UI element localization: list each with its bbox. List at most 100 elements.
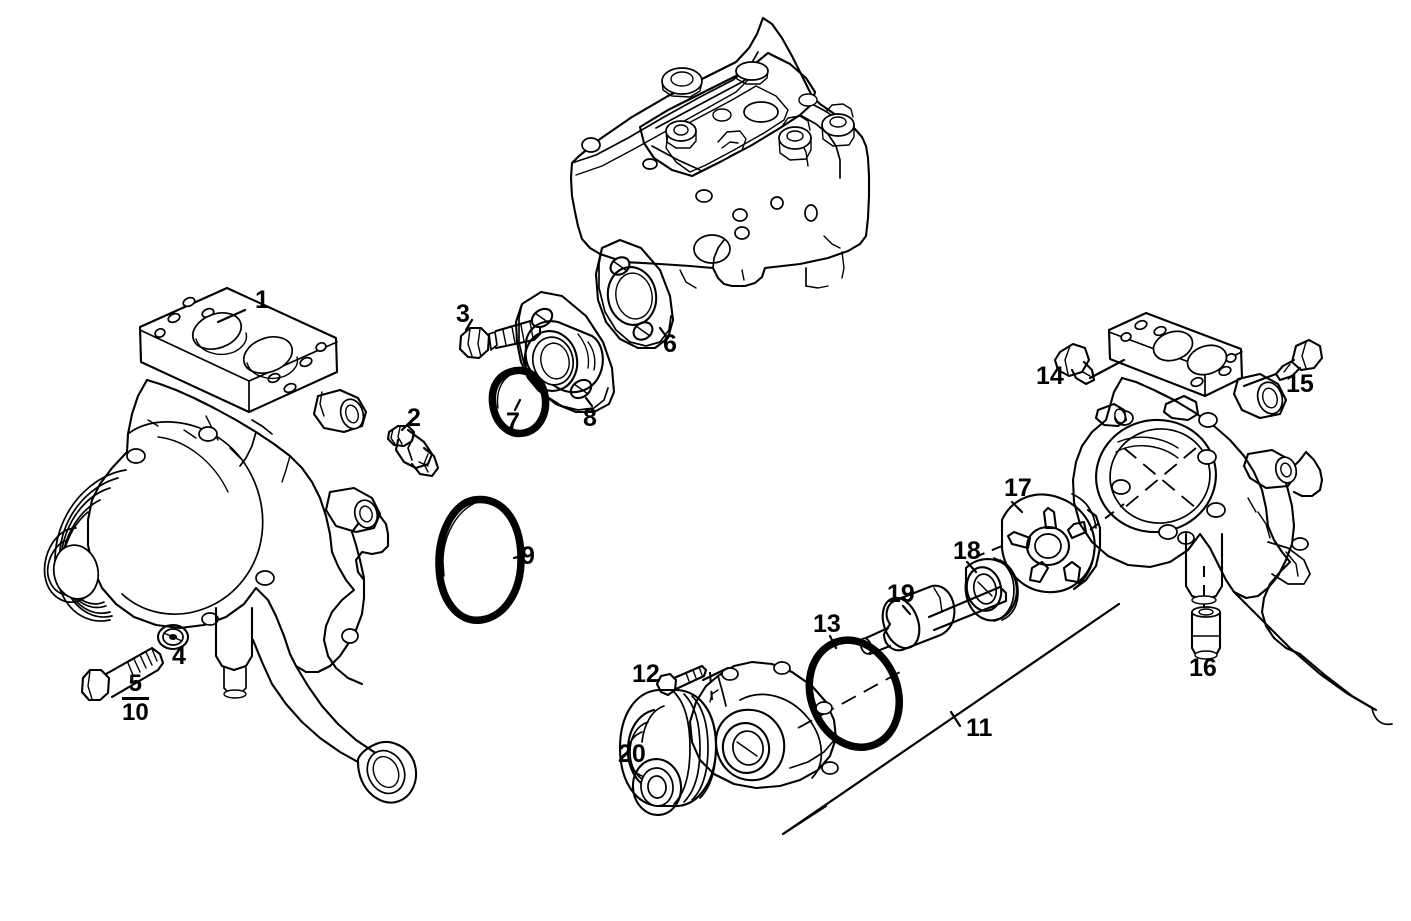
plug-fitting-left — [1053, 342, 1096, 386]
flange-bolt-hole-8 — [283, 382, 297, 394]
right-housing-nipple-mid — [1242, 448, 1298, 490]
washer-outer — [156, 623, 190, 651]
flange-bolt-hole-5 — [299, 356, 313, 368]
leader-12 — [701, 666, 730, 682]
pulley-hub-nose — [631, 757, 683, 817]
callout-17: 17 — [1004, 474, 1032, 502]
flange-water-port-1 — [191, 312, 243, 350]
leader-11-end-left — [781, 804, 828, 836]
leader-11-tick — [949, 710, 962, 728]
flange-gasket — [594, 238, 675, 350]
cover-lug-4 — [821, 761, 839, 775]
leader-2 — [400, 421, 411, 432]
bearing-inner — [965, 566, 1003, 612]
flange-right-port-2 — [1186, 344, 1228, 376]
callout-5-numerator: 5 — [122, 672, 149, 700]
flange-right-hole-4 — [1218, 365, 1232, 377]
flange-right-hole-3 — [1153, 325, 1167, 337]
callout-13: 13 — [813, 610, 841, 638]
callout-14: 14 — [1036, 362, 1064, 390]
right-housing-nipple-left — [1094, 402, 1128, 428]
o-ring-large — [435, 495, 525, 624]
block-hole-1 — [581, 137, 601, 153]
callout-8: 8 — [583, 404, 597, 432]
thermostat-housing-flange — [514, 290, 616, 414]
engine-block-illustration — [569, 16, 871, 289]
block-hole-5 — [770, 196, 784, 210]
block-hole-3 — [695, 189, 713, 203]
impeller-vane-1 — [1042, 506, 1058, 530]
bracket-ear-hole — [1291, 537, 1309, 551]
callout-15: 15 — [1286, 370, 1314, 398]
callout-1: 1 — [255, 286, 269, 314]
washer — [156, 623, 190, 651]
housing-bottom-boss-left — [214, 606, 254, 699]
callout-19: 19 — [887, 580, 915, 608]
callout-3: 3 — [456, 300, 470, 328]
flange-bolt-hole-2 — [167, 312, 181, 324]
callout-16: 16 — [1189, 654, 1217, 682]
cylinder-head-boss-5 — [735, 61, 769, 85]
housing-nipple-lower-left — [324, 486, 382, 534]
leader-7 — [513, 398, 522, 412]
callout-7: 7 — [506, 408, 520, 436]
right-housing-lug-3 — [1197, 449, 1217, 465]
block-large-port — [693, 234, 731, 264]
cover-lug-1 — [721, 667, 739, 681]
flange-bolt-hole-1 — [182, 296, 196, 308]
right-housing-bottom-boss — [1184, 532, 1224, 605]
flange-bolt-hole-4 — [154, 327, 166, 339]
o-ring-pump-cover — [805, 636, 903, 751]
right-housing-lug-5 — [1206, 502, 1226, 518]
callout-18: 18 — [953, 537, 981, 565]
leader-17 — [1010, 500, 1024, 514]
block-hole-7 — [734, 226, 750, 240]
impeller-vane-4 — [1062, 560, 1082, 584]
pulley-hub-nose-left — [52, 544, 100, 600]
callout-11: 11 — [966, 714, 993, 742]
spigot-bore-outer — [523, 330, 579, 392]
callout-12: 12 — [632, 660, 660, 688]
cylinder-head-bolt-3 — [778, 115, 812, 161]
leader-17-to-housing — [1089, 503, 1125, 531]
temperature-sender-switch — [386, 424, 440, 478]
callout-10-denominator: 10 — [122, 699, 149, 726]
right-housing-lug-6 — [1158, 524, 1178, 540]
cylinder-head-bolt-2 — [665, 120, 697, 149]
pump-mounting-flange-right — [1107, 311, 1244, 398]
block-hole-4 — [732, 208, 748, 222]
flange-right-hole-1 — [1134, 319, 1148, 331]
pump-mounting-flange-left — [138, 286, 339, 414]
right-housing-nipple-centre — [1162, 394, 1200, 422]
water-pump-housing-assembly-left — [43, 286, 418, 804]
leader-17-to-bearing — [967, 545, 1003, 561]
leader-19 — [901, 604, 912, 616]
callout-5-10: 5 10 — [122, 672, 149, 725]
cylinder-head-bolt-4 — [821, 103, 855, 147]
flange-right-hole-2 — [1120, 332, 1132, 342]
head-port-2 — [798, 93, 818, 107]
bearing — [964, 557, 1019, 622]
pulley — [618, 688, 718, 817]
housing-lug-5 — [341, 628, 359, 644]
callout-2: 2 — [407, 404, 421, 432]
head-port-3 — [712, 108, 732, 122]
leader-1 — [216, 308, 247, 324]
leader-18 — [965, 560, 978, 574]
hex-head-bolt — [80, 646, 165, 702]
housing-nipple-upper-left — [312, 388, 368, 434]
cylinder-head-bolt-1 — [661, 67, 703, 98]
gasket-center-bore — [606, 266, 658, 326]
o-ring-small — [488, 366, 550, 438]
impeller-vane-2 — [1006, 530, 1032, 550]
callout-9: 9 — [521, 542, 535, 570]
axis-13 — [797, 671, 901, 729]
leader-13 — [828, 634, 838, 650]
leader-15 — [1242, 372, 1278, 388]
pulley-hub-left — [43, 469, 127, 622]
cover-lug-2 — [773, 661, 791, 675]
flange-right-hole-6 — [1190, 376, 1204, 388]
bushing-sleeve — [1190, 606, 1222, 660]
leader-6 — [658, 326, 668, 338]
